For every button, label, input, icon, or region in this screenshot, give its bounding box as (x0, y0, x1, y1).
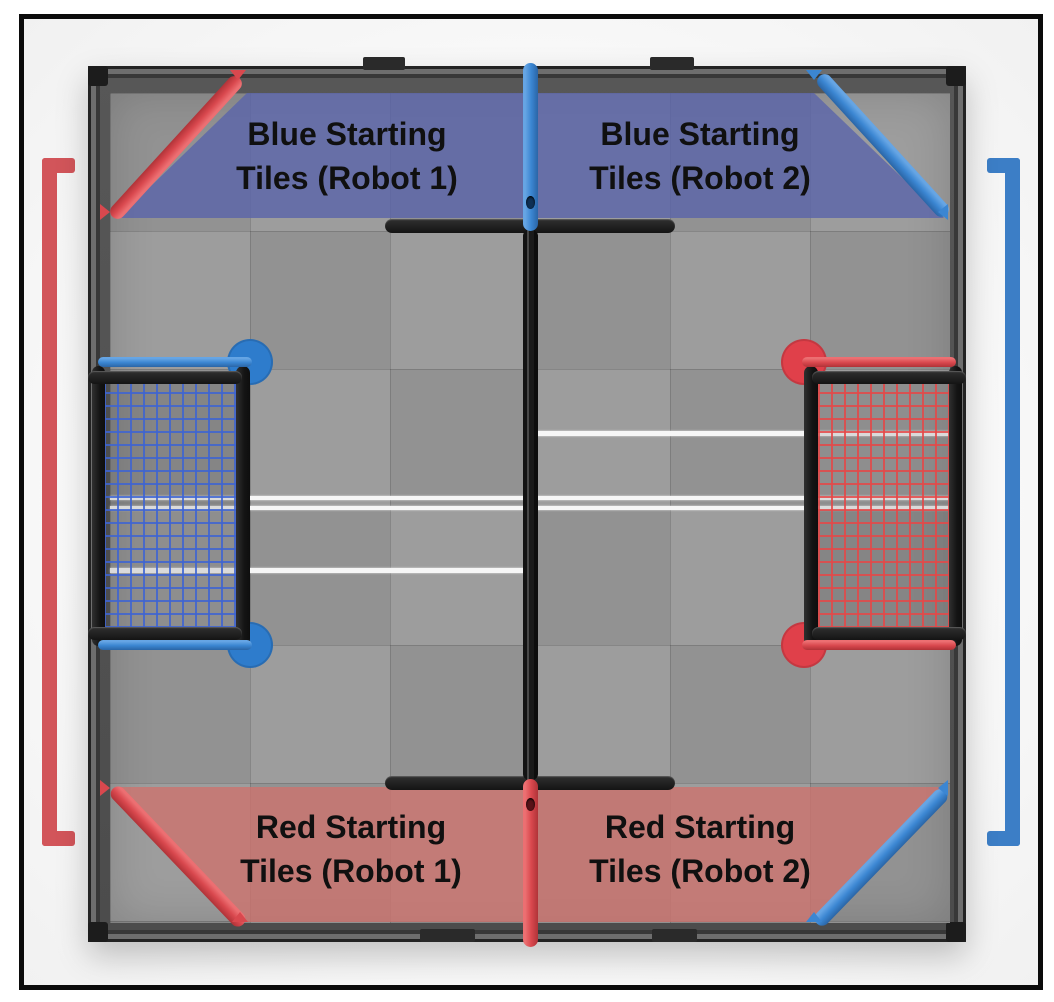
zone-label-red-robot2: Red Starting Tiles (Robot 2) (589, 805, 811, 893)
corner-pipe-mount (806, 912, 822, 922)
corner-pipe-mount (230, 70, 246, 80)
red-side-bar (42, 158, 57, 846)
blue-pipe-hole (526, 196, 535, 209)
white-tape-line-left (110, 568, 530, 573)
barrier-vertical-pipe (523, 230, 538, 780)
zone-label-line: Tiles (Robot 1) (236, 160, 458, 196)
corner-pipe-mount (232, 912, 248, 922)
corner-post-bottom-left (88, 922, 108, 942)
zone-label-blue-robot2: Blue Starting Tiles (Robot 2) (589, 112, 811, 200)
corner-pipe-mount (938, 204, 948, 220)
wall-hinge-top-1 (363, 57, 405, 70)
zone-label-red-robot1: Red Starting Tiles (Robot 1) (240, 805, 462, 893)
blue-goal-frame-bottom (88, 627, 242, 640)
red-goal-frame-right (949, 366, 962, 646)
red-goal-pipe-bottom (802, 640, 956, 650)
wall-hinge-bottom-2 (652, 929, 697, 942)
white-tape-line-right (537, 431, 950, 436)
zone-label-line: Tiles (Robot 2) (589, 853, 811, 889)
corner-pipe-mount (806, 70, 822, 80)
blue-goal-frame-top (88, 371, 242, 384)
zone-label-blue-robot1: Blue Starting Tiles (Robot 1) (236, 112, 458, 200)
blue-goal-pipe-top (98, 357, 252, 367)
red-goal-pipe-top (802, 357, 956, 367)
red-goal-frame-bottom (812, 627, 966, 640)
corner-post-bottom-right (946, 922, 966, 942)
blue-goal-net (104, 379, 240, 631)
zone-label-line: Blue Starting (247, 116, 447, 152)
blue-goal-frame-right (236, 366, 250, 646)
zone-label-line: Red Starting (255, 809, 447, 845)
red-goal-net (818, 379, 950, 631)
red-pipe-hole (526, 798, 535, 811)
corner-pipe-mount (938, 780, 948, 796)
red-match-load-pipe-bottom (523, 779, 538, 947)
zone-label-line: Red Starting (604, 809, 796, 845)
wall-hinge-top-2 (650, 57, 694, 70)
blue-side-bar-bottom-cap (987, 831, 1020, 846)
corner-post-top-right (946, 66, 966, 86)
red-side-bar-bottom-cap (42, 831, 75, 846)
blue-goal-pipe-bottom (98, 640, 252, 650)
red-goal-frame-top (812, 371, 966, 384)
blue-match-load-pipe-top (523, 63, 538, 231)
red-goal-frame-left (804, 366, 818, 646)
corner-pipe-mount (100, 780, 110, 796)
blue-side-bar (1005, 158, 1020, 846)
zone-label-line: Tiles (Robot 2) (589, 160, 811, 196)
corner-post-top-left (88, 66, 108, 86)
zone-label-line: Tiles (Robot 1) (240, 853, 462, 889)
wall-hinge-bottom-1 (420, 929, 475, 942)
corner-pipe-mount (100, 204, 110, 220)
zone-label-line: Blue Starting (600, 116, 800, 152)
blue-goal-frame-left (92, 366, 105, 646)
